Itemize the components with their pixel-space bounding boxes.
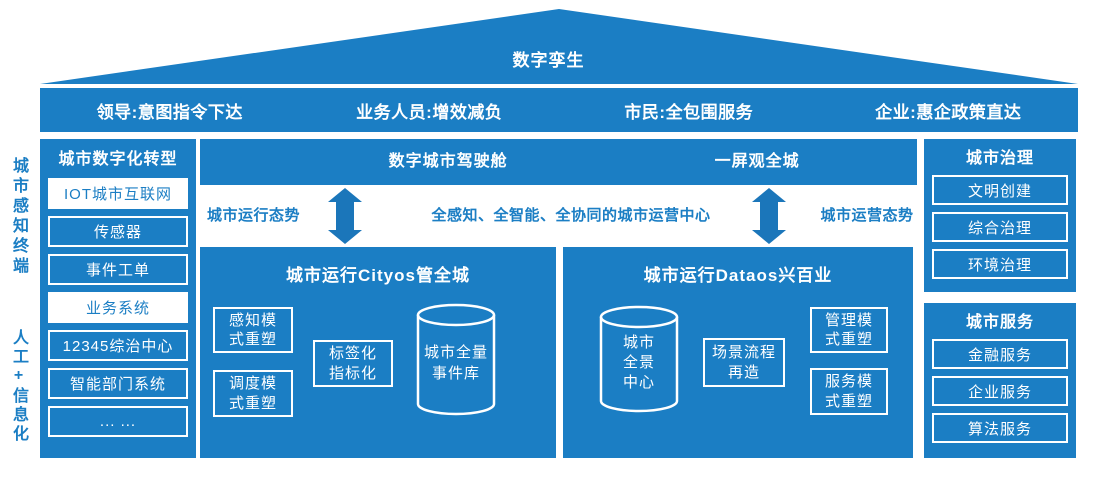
vertical-label-city-perception-terminal: 城市感知终端	[10, 157, 27, 277]
dataos-box: 城市运行Dataos兴百业 城市 全景 中心 场景流程 再造 管理模 式重塑 服…	[563, 247, 913, 458]
city-ops-trend-label: 城市运营态势	[820, 207, 914, 224]
roof-triangle	[40, 9, 1078, 84]
cityos-perception-reshape: 感知模 式重塑	[213, 307, 293, 353]
operation-center-label: 全感知、全智能、全协同的城市运营中心	[431, 207, 711, 224]
one-screen-city-title: 一屏观全城	[714, 153, 800, 170]
city-services-panel: 城市服务 金融服务 企业服务 算法服务	[924, 303, 1076, 458]
center-header-bar: 数字城市驾驶舱 一屏观全城	[200, 139, 917, 185]
left-panel-city-digitalization: 城市数字化转型 IOT城市互联网 传感器 事件工单 业务系统 12345综治中心…	[40, 139, 196, 458]
services-item-algorithm: 算法服务	[932, 413, 1068, 443]
up-down-arrow-icon	[752, 188, 786, 244]
cityos-dispatch-reshape: 调度模 式重塑	[213, 370, 293, 417]
stakeholder-staff: 业务人员:增效减负	[356, 102, 503, 122]
services-item-finance: 金融服务	[932, 339, 1068, 369]
vertical-label-manual-plus-informatization: 人工+信息化	[10, 329, 27, 444]
dataos-service-reshape: 服务模 式重塑	[810, 368, 888, 415]
city-governance-title: 城市治理	[965, 150, 1034, 167]
left-panel-item-tickets: 事件工单	[48, 254, 188, 285]
city-panorama-center-label: 城市 全景 中心	[622, 333, 655, 392]
roof-title: 数字孪生	[512, 51, 585, 70]
cityos-title: 城市运行Cityos管全城	[286, 266, 470, 285]
stakeholder-bar: 领导:意图指令下达 业务人员:增效减负 市民:全包围服务 企业:惠企政策直达	[40, 88, 1078, 132]
left-panel-item-12345: 12345综治中心	[48, 330, 188, 361]
dataos-scene-process-rebuild: 场景流程 再造	[703, 338, 785, 387]
city-panorama-center-cylinder: 城市 全景 中心	[598, 305, 680, 415]
stakeholder-citizens: 市民:全包围服务	[624, 102, 754, 122]
left-panel-item-sensors: 传感器	[48, 216, 188, 247]
cityos-labeling-indexing: 标签化 指标化	[313, 340, 393, 387]
left-panel-title: 城市数字化转型	[58, 151, 178, 168]
dataos-title: 城市运行Dataos兴百业	[643, 266, 833, 285]
stakeholder-enterprises: 企业:惠企政策直达	[875, 102, 1022, 122]
city-governance-panel: 城市治理 文明创建 综合治理 环境治理	[924, 139, 1076, 292]
city-event-database-cylinder: 城市全量 事件库	[415, 303, 497, 418]
city-operation-trend-label: 城市运行态势	[207, 207, 301, 224]
governance-item-civilization: 文明创建	[932, 175, 1068, 205]
services-item-enterprise: 企业服务	[932, 376, 1068, 406]
cityos-box: 城市运行Cityos管全城 感知模 式重塑 调度模 式重塑 标签化 指标化 城市…	[200, 247, 556, 458]
digital-city-cockpit-title: 数字城市驾驶舱	[388, 153, 508, 170]
governance-item-comprehensive: 综合治理	[932, 212, 1068, 242]
stakeholder-leaders: 领导:意图指令下达	[96, 102, 243, 122]
left-panel-item-iot: IOT城市互联网	[48, 178, 188, 209]
left-panel-item-ellipsis: ... ...	[48, 406, 188, 437]
database-cylinder-icon	[599, 305, 679, 413]
city-event-database-label: 城市全量 事件库	[423, 344, 488, 382]
up-down-arrow-icon	[328, 188, 362, 244]
dataos-management-reshape: 管理模 式重塑	[810, 307, 888, 353]
left-panel-item-smart-dept: 智能部门系统	[48, 368, 188, 399]
database-cylinder-icon	[416, 303, 496, 416]
left-panel-item-business: 业务系统	[48, 292, 188, 323]
governance-item-environment: 环境治理	[932, 249, 1068, 279]
city-services-title: 城市服务	[965, 314, 1034, 331]
